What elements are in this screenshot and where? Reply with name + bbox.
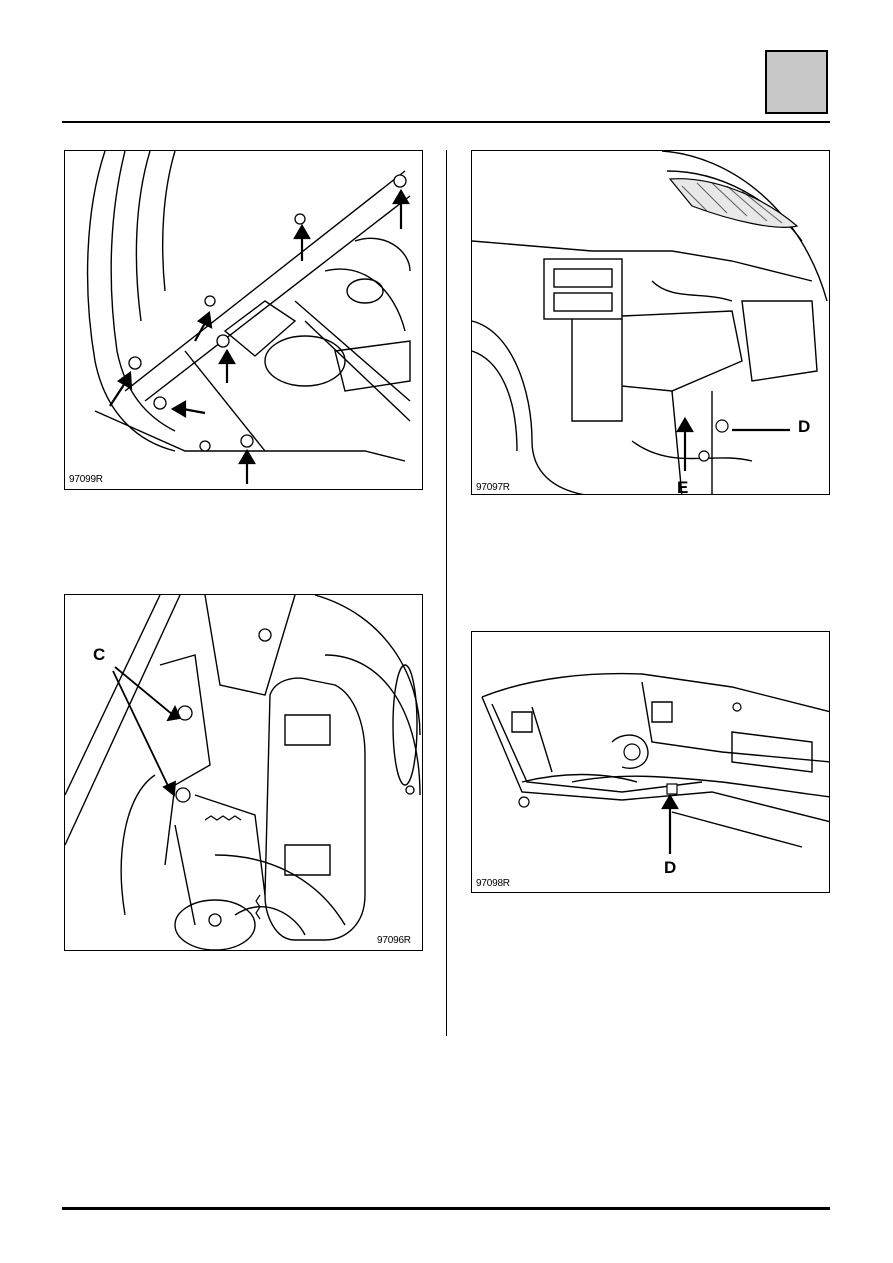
figure-97098r-drawing <box>481 672 829 854</box>
figure-97096r-drawing <box>65 595 421 950</box>
figure-97097r-drawing <box>472 151 828 494</box>
figure-code-97099r: 97099R <box>69 474 103 485</box>
section-tab-box <box>765 50 828 114</box>
header-rule <box>62 121 830 123</box>
figure-code-97098r: 97098R <box>476 878 510 889</box>
callout-c: C <box>93 645 106 664</box>
column-divider <box>446 150 447 1036</box>
figure-code-97096r: 97096R <box>377 935 411 946</box>
figure-97099r-drawing <box>86 151 411 484</box>
figure-97097r: D E 97097R <box>471 150 830 495</box>
figure-97096r: C 97096R <box>64 594 423 951</box>
figure-code-97097r: 97097R <box>476 482 510 493</box>
figure-97098r: D 97098R <box>471 631 830 893</box>
callout-e: E <box>677 478 689 495</box>
callout-d-top: D <box>798 417 811 436</box>
footer-rule <box>62 1207 830 1210</box>
callout-d-bottom: D <box>664 858 677 877</box>
figure-97099r: 97099R <box>64 150 423 490</box>
